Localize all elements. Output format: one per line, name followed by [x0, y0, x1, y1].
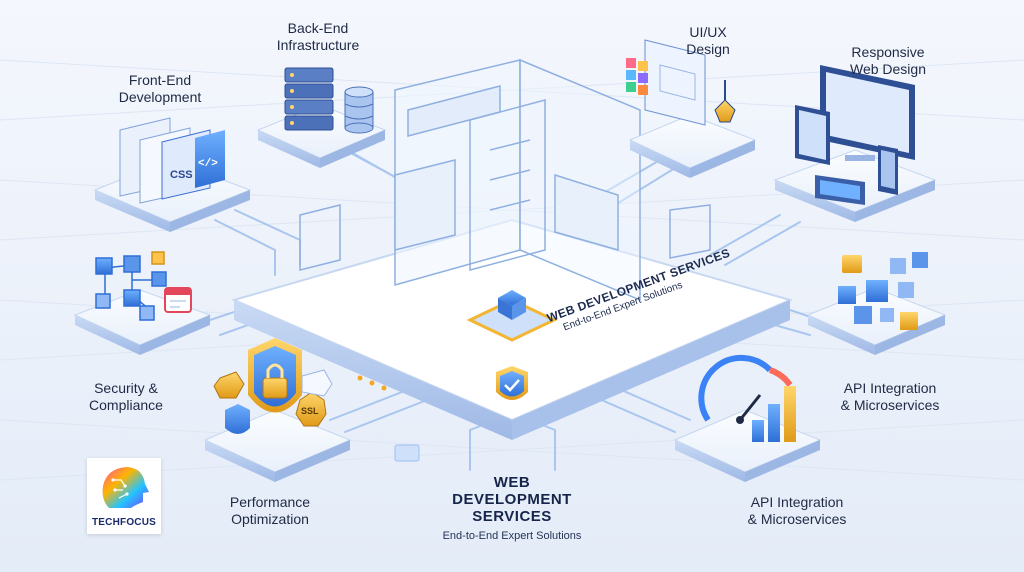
frontend-tile: CSS </> [93, 117, 252, 232]
api-right-label: API Integration& Microservices [840, 380, 940, 413]
ssl-ribbon-icon [301, 369, 333, 397]
responsive-tile [773, 65, 937, 222]
api-right-tile [806, 252, 947, 355]
small-shield-icon [225, 404, 250, 434]
microservices-cubes-icon [838, 252, 928, 330]
pen-tool-icon [714, 80, 736, 123]
performance-tile: SSL [203, 338, 352, 482]
phone-icon [878, 145, 898, 195]
tablet-icon [795, 105, 830, 165]
center-subtitle: End-to-End Expert Solutions [442, 530, 582, 542]
gold-badge-icon [213, 371, 245, 399]
server-rack-icon [284, 67, 334, 131]
logo-head-icon [102, 467, 149, 508]
speed-gauge-icon [698, 354, 793, 424]
api-bottom-label: API Integration& Microservices [747, 494, 847, 527]
shield-check-icon [496, 366, 528, 400]
security-shield-lock-icon [248, 338, 302, 413]
connector-node [394, 444, 420, 462]
security-label: Security &Compliance [89, 380, 163, 413]
central-cube-icon [466, 290, 558, 342]
ssl-tag: SSL [301, 406, 319, 416]
database-icon [344, 86, 374, 134]
wireframe-panels [299, 58, 711, 302]
code-tag: </> [198, 158, 218, 170]
logo-text: TECHFOCUS [91, 517, 157, 528]
security-tile [73, 251, 212, 355]
laptop-icon [815, 175, 865, 205]
color-palette-icon [626, 58, 648, 95]
calendar-icon [164, 287, 192, 313]
backend-tile [256, 67, 387, 168]
css-tag: CSS [170, 169, 193, 181]
desktop-monitor-icon [820, 65, 915, 161]
techfocus-logo: TECHFOCUS [87, 458, 161, 534]
center-title: WEB DEVELOPMENT SERVICES [452, 474, 572, 525]
bar-chart-icon [752, 386, 796, 442]
api-bottom-tile [673, 354, 822, 482]
node-network-icon [95, 251, 167, 321]
uiux-tile [626, 39, 757, 178]
